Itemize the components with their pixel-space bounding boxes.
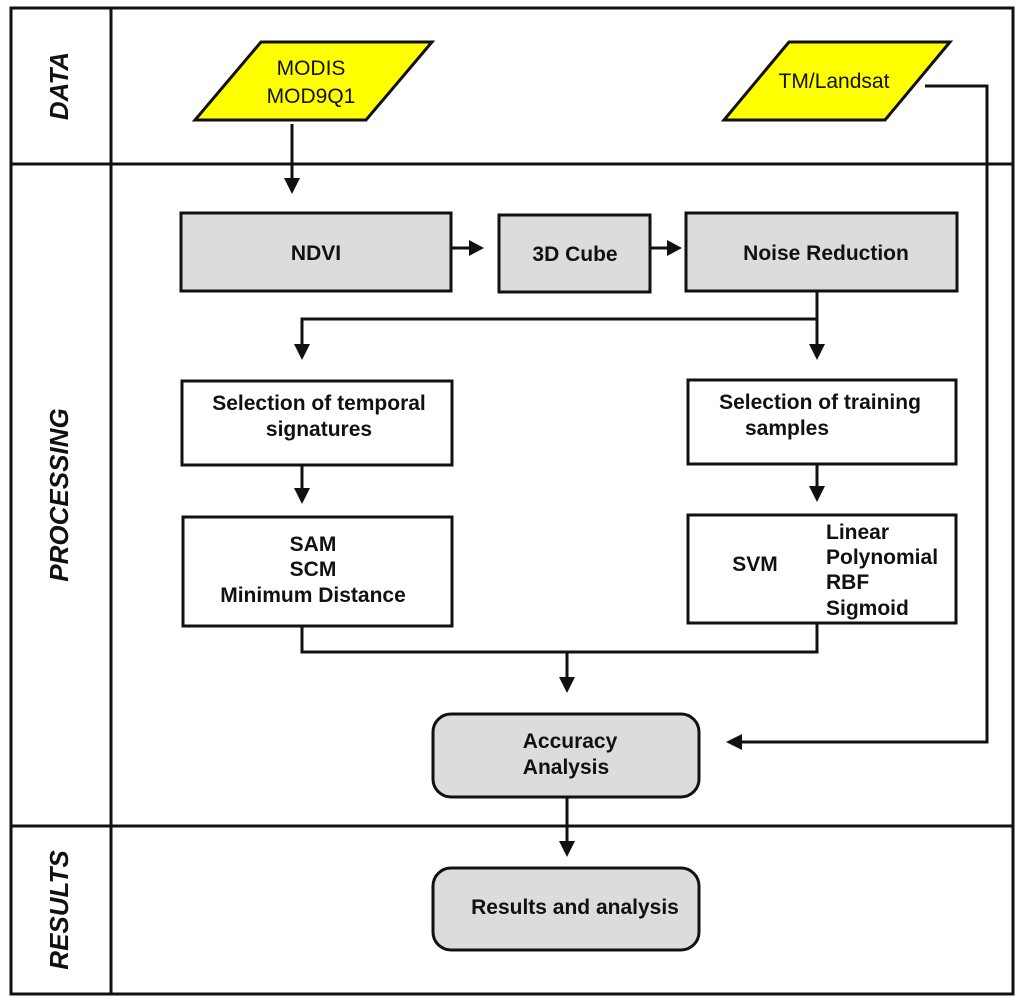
noise-label: Noise Reduction: [743, 242, 909, 265]
modis-line-2: MOD9Q1: [267, 85, 356, 108]
arrowhead-noise: [667, 240, 682, 256]
connector-merge: [300, 624, 819, 654]
step-svm: SVM Linear Polynomial RBF Sigmoid: [686, 513, 958, 625]
step-noise: Noise Reduction: [684, 211, 959, 293]
box-temporal: [180, 379, 454, 467]
arrowhead-accuracy: [559, 677, 575, 693]
cube-label: 3D Cube: [532, 243, 617, 266]
parallelogram-landsat: [720, 40, 954, 122]
svm-kernel-polynomial: Polynomial: [826, 546, 938, 569]
lane-label-results: RESULTS: [44, 850, 74, 970]
arrowhead-temporal: [294, 344, 310, 360]
step-classifiers: SAM SCM Minimum Distance: [181, 515, 454, 628]
ndvi-label: NDVI: [291, 242, 341, 265]
connectors: [284, 84, 989, 857]
connector-noise-temporal: [300, 292, 819, 346]
temporal-line-2: signatures: [266, 418, 372, 441]
classifier-scm: SCM: [290, 558, 337, 581]
svm-kernel-sigmoid: Sigmoid: [826, 597, 909, 620]
step-accuracy: Accuracy Analysis: [431, 712, 701, 799]
lane-label-data: DATA: [44, 52, 74, 120]
landsat-label: TM/Landsat: [779, 70, 890, 93]
temporal-line-1: Selection of temporal: [212, 392, 426, 415]
svm-label: SVM: [732, 553, 778, 576]
box-results: [431, 866, 701, 952]
svm-kernel-rbf: RBF: [826, 571, 869, 594]
box-noise: [684, 211, 959, 293]
classifier-sam: SAM: [290, 533, 337, 556]
arrowhead-training: [809, 344, 825, 360]
accuracy-line-1: Accuracy: [523, 730, 618, 753]
arrowhead-results: [559, 841, 575, 857]
box-svm: [686, 513, 958, 625]
parallelogram-modis: [191, 40, 436, 122]
step-results: Results and analysis: [431, 866, 701, 952]
box-accuracy: [431, 712, 701, 799]
swimlane-frame: [9, 6, 1015, 996]
modis-line-1: MODIS: [277, 57, 346, 80]
input-landsat: TM/Landsat: [720, 40, 954, 122]
training-line-1: Selection of training: [719, 391, 921, 414]
arrowhead-landsat: [726, 734, 742, 750]
box-classifiers: [181, 515, 454, 628]
step-training: Selection of training samples: [686, 378, 958, 466]
lane-label-processing: PROCESSING: [44, 408, 74, 581]
step-ndvi: NDVI: [179, 211, 453, 293]
training-line-2: samples: [745, 417, 829, 440]
box-ndvi: [179, 211, 453, 293]
classifier-min-distance: Minimum Distance: [220, 584, 406, 607]
arrowhead-cube: [469, 240, 484, 256]
box-training: [686, 378, 958, 466]
connector-landsat-accuracy: [740, 84, 989, 744]
arrowhead-svm: [809, 486, 825, 502]
step-cube: 3D Cube: [497, 213, 652, 294]
svm-kernel-linear: Linear: [826, 521, 889, 544]
results-label: Results and analysis: [471, 896, 679, 919]
step-temporal: Selection of temporal signatures: [180, 379, 454, 467]
outer-border: [9, 6, 1015, 996]
box-cube: [497, 213, 652, 294]
arrowhead-classifiers: [294, 488, 310, 504]
arrowhead-ndvi: [284, 178, 300, 194]
accuracy-line-2: Analysis: [523, 756, 609, 779]
input-modis: MODIS MOD9Q1: [191, 40, 436, 122]
